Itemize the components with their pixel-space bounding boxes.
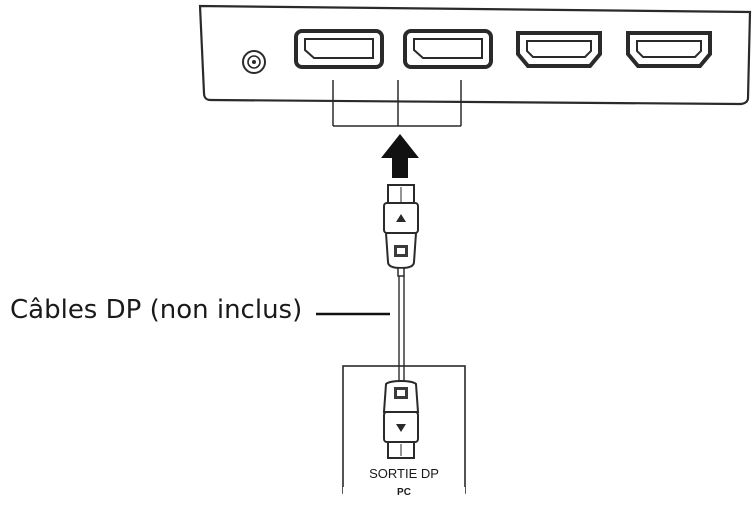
dp-connector-bottom (382, 380, 420, 459)
audio-jack-icon (242, 50, 266, 74)
dp-connector-top (383, 184, 419, 277)
displayport-port-icon (294, 29, 384, 69)
cable-label: Câbles DP (non inclus) (10, 295, 303, 325)
dp-cable (398, 276, 405, 382)
hdmi-port-icon (516, 31, 602, 68)
pc-output-label: SORTIE DP (369, 466, 439, 481)
arrow-up-icon (381, 134, 419, 178)
pc-label: PC (343, 487, 465, 498)
pc-label-text: PC (392, 487, 416, 498)
hdmi-port-icon (626, 31, 712, 68)
port-bracket (332, 80, 462, 127)
displayport-port-icon (403, 29, 493, 69)
